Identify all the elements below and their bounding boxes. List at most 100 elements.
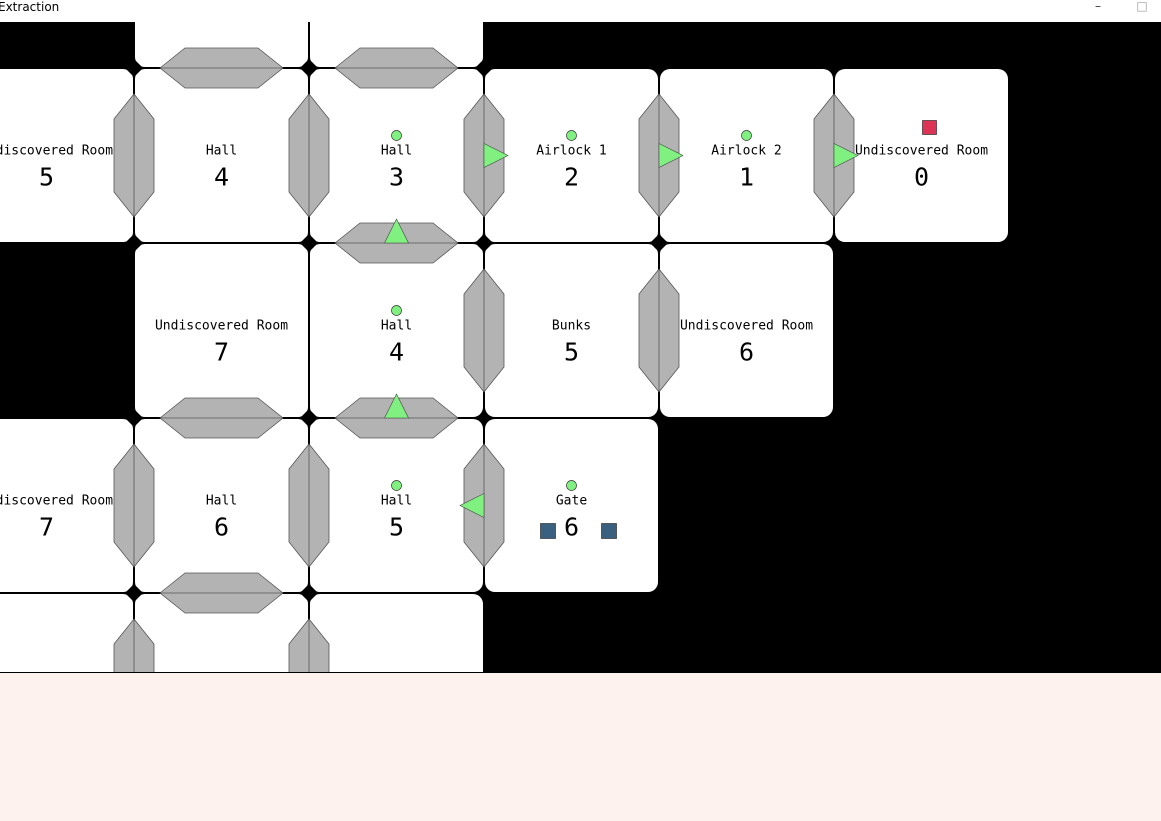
room-junction [300,59,318,77]
room-tile-background [660,69,833,242]
crew-member-marker[interactable] [601,523,617,539]
door[interactable] [334,47,459,89]
room-junction [650,234,668,252]
room-number: 4 [214,163,229,192]
room-tile[interactable]: Hall 6 [135,419,308,592]
room-name: Undiscovered Room [0,144,113,159]
room-junction [300,234,318,252]
room-name: Airlock 2 [711,144,781,159]
room-junction [125,584,143,602]
door-direction-arrow-icon[interactable] [833,143,859,168]
room-tile[interactable] [135,594,308,672]
room-number: 5 [389,513,404,542]
door[interactable] [638,268,680,393]
crew-present-indicator [391,480,402,491]
crew-present-indicator [391,130,402,141]
room-name: Undiscovered Room [155,319,288,334]
room-tile-background [660,244,833,417]
door-direction-arrow-icon[interactable] [384,218,409,244]
door[interactable] [113,443,155,568]
room-tile[interactable]: Airlock 1 2 [485,69,658,242]
room-name: Hall [381,494,412,509]
room-number: 4 [389,338,404,367]
door-direction-arrow-icon[interactable] [483,143,509,168]
room-number: 5 [39,163,54,192]
room-tile-background [485,244,658,417]
room-name: Undiscovered Room [0,494,113,509]
room-number: 5 [564,338,579,367]
room-tile[interactable] [310,594,483,672]
door[interactable] [113,93,155,218]
maximize-button[interactable]: □ [1136,0,1148,13]
room-number: 1 [739,163,754,192]
door[interactable] [463,268,505,393]
room-tile[interactable]: Airlock 2 1 [660,69,833,242]
room-tile[interactable]: Undiscovered Room 0 [835,69,1008,242]
room-tile-background [485,419,658,592]
room-number: 6 [564,513,579,542]
room-name: Hall [381,319,412,334]
room-tile[interactable]: Undiscovered Room 6 [660,244,833,417]
room-junction [475,59,493,77]
room-name: Hall [206,144,237,159]
crew-present-indicator [566,480,577,491]
room-tile-background [135,594,308,672]
room-tile-background [310,69,483,242]
room-tile[interactable]: Undiscovered Room 7 [135,244,308,417]
room-tile[interactable] [0,594,133,672]
room-junction [300,584,318,602]
door[interactable] [159,47,284,89]
door[interactable] [288,93,330,218]
room-number: 6 [214,513,229,542]
door[interactable] [159,397,284,439]
room-tile[interactable]: Bunks 5 [485,244,658,417]
room-tile[interactable]: Undiscovered Room 5 [0,69,133,242]
room-number: 3 [389,163,404,192]
room-number: 7 [214,338,229,367]
crew-present-indicator [566,130,577,141]
room-junction [475,234,493,252]
window-title: Extraction [0,0,60,14]
door-direction-arrow-icon[interactable] [384,393,409,419]
room-tile-background [310,419,483,592]
room-tile-background [835,69,1008,242]
room-tile[interactable]: Hall 4 [135,69,308,242]
room-tile-background [0,69,133,242]
room-tile[interactable]: Hall 5 [310,419,483,592]
crew-present-indicator [391,305,402,316]
door-direction-arrow-icon[interactable] [459,493,485,518]
room-tile-background [310,594,483,672]
room-junction [125,409,143,427]
door[interactable] [113,618,155,672]
room-tile-background [135,69,308,242]
room-tile[interactable]: Hall 4 [310,244,483,417]
room-name: Undiscovered Room [680,319,813,334]
room-number: 6 [739,338,754,367]
door[interactable] [288,618,330,672]
room-tile-background [310,244,483,417]
door[interactable] [288,443,330,568]
room-name: Undiscovered Room [855,144,988,159]
room-junction [125,59,143,77]
room-junction [300,409,318,427]
room-number: 2 [564,163,579,192]
room-tile-background [0,419,133,592]
room-name: Bunks [552,319,591,334]
title-bar: Extraction – □ [0,0,1161,22]
room-number: 7 [39,513,54,542]
door-direction-arrow-icon[interactable] [658,143,684,168]
crew-member-marker[interactable] [540,523,556,539]
room-tile[interactable]: Undiscovered Room 7 [0,419,133,592]
minimize-button[interactable]: – [1095,0,1101,13]
room-name: Hall [206,494,237,509]
room-name: Airlock 1 [536,144,606,159]
room-tile-background [0,594,133,672]
room-tile-background [485,69,658,242]
enemy-marker[interactable] [922,120,937,135]
room-number: 0 [914,163,929,192]
door[interactable] [159,572,284,614]
